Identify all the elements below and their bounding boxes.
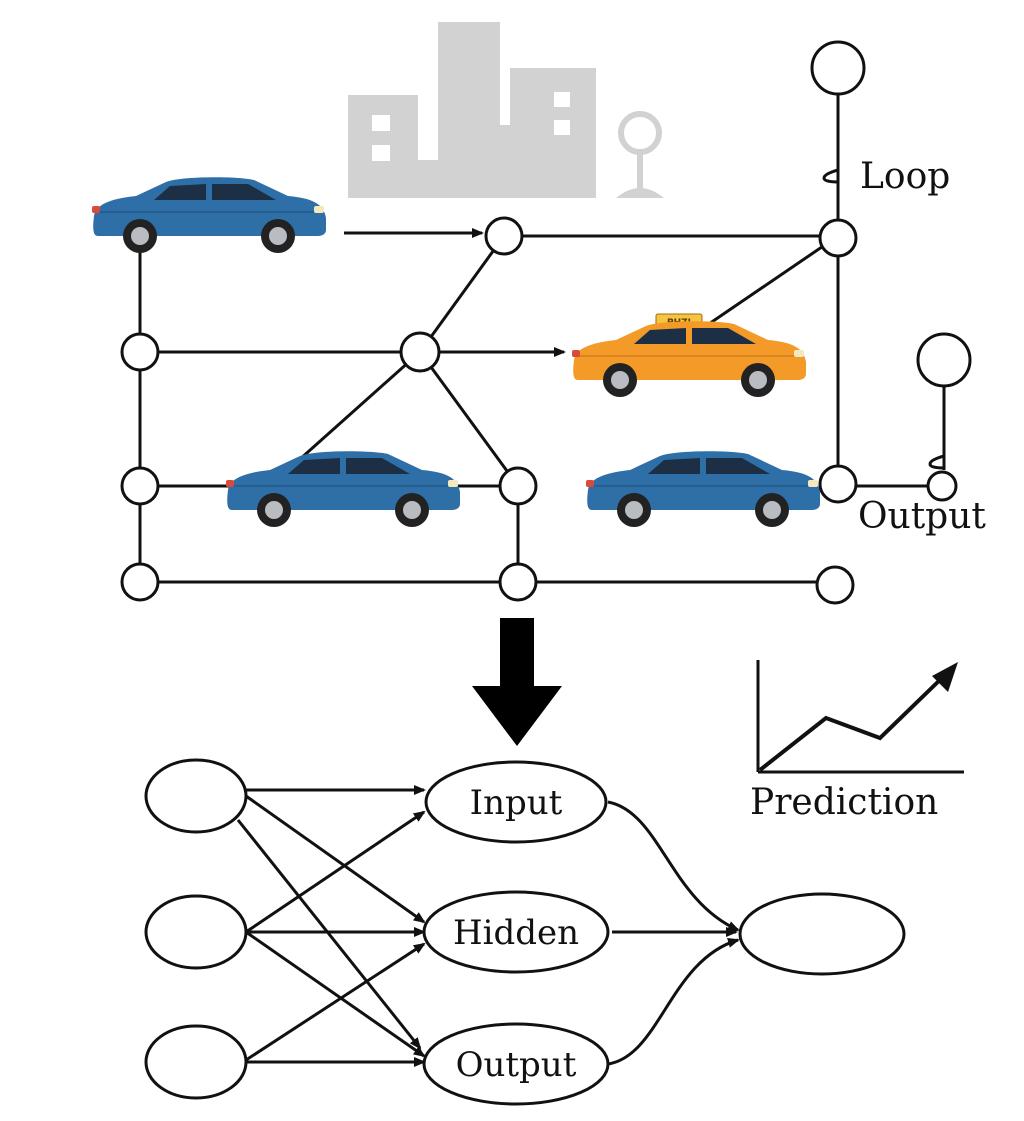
nn-hidden-label: Hidden bbox=[453, 913, 579, 953]
blue-car-right bbox=[586, 451, 820, 527]
city-skyline-icon bbox=[348, 22, 596, 198]
prediction-label: Prediction bbox=[750, 782, 938, 823]
nn-input-label: Input bbox=[470, 783, 563, 823]
trend-chart-icon bbox=[756, 660, 964, 774]
nn-nodes bbox=[144, 758, 906, 1106]
nn-output-layer-node bbox=[422, 1022, 610, 1106]
road-network bbox=[138, 72, 946, 584]
nn-input-node-1 bbox=[144, 758, 248, 834]
output-label-top: Output bbox=[858, 496, 986, 537]
nn-input-layer-node bbox=[424, 760, 608, 844]
road-nodes bbox=[120, 40, 972, 605]
taxi-car: PHZI bbox=[572, 313, 806, 397]
nn-output-label: Output bbox=[456, 1045, 577, 1085]
transform-arrow bbox=[472, 618, 562, 746]
flow-arrows bbox=[344, 228, 566, 357]
loop-detector-marks bbox=[822, 168, 945, 470]
nn-edges bbox=[236, 785, 740, 1067]
nn-hidden-layer-node bbox=[422, 890, 610, 974]
nn-input-node-3 bbox=[144, 1024, 248, 1100]
loop-label: Loop bbox=[860, 156, 950, 197]
nn-final-node bbox=[738, 892, 906, 976]
nn-input-node-2 bbox=[144, 894, 248, 970]
blue-car-top-left bbox=[92, 177, 326, 253]
sensor-probe-icon bbox=[616, 111, 664, 198]
blue-car-middle bbox=[226, 451, 460, 527]
